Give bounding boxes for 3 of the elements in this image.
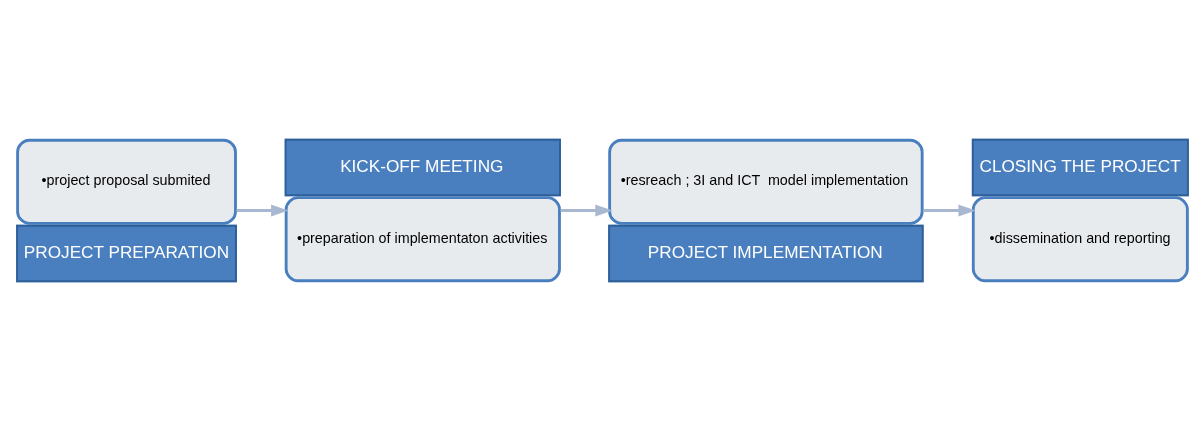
arrow — [236, 204, 289, 217]
arrow — [923, 204, 976, 217]
arrow — [560, 204, 613, 217]
